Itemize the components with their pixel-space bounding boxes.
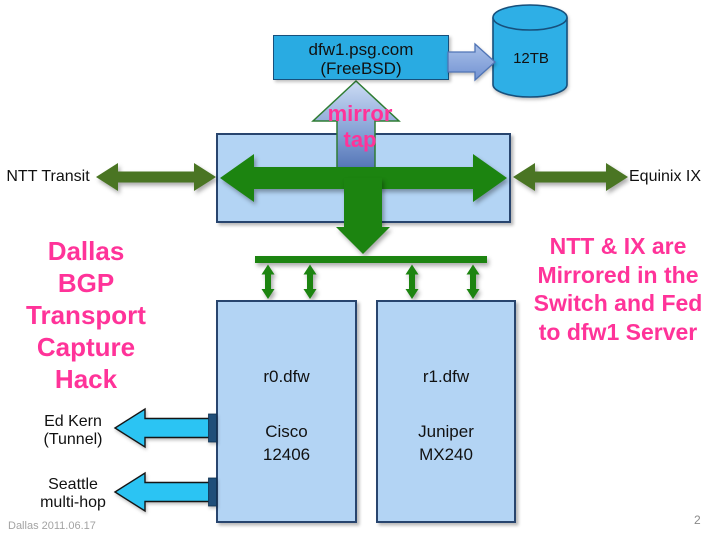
mirror-tap-label: mirror tap	[327, 101, 393, 152]
server-os: (FreeBSD)	[320, 59, 402, 78]
distribution-bar	[255, 256, 487, 263]
server-storage-arrow	[447, 42, 496, 82]
ed-kern-label: Ed Kern (Tunnel)	[43, 413, 103, 448]
router-box-r1: r1.dfw Juniper MX240	[376, 300, 516, 523]
ntt-link-arrow	[96, 163, 216, 191]
mirror-note: NTT & IX are Mirrored in the Switch and …	[533, 233, 703, 345]
router-r1-model: MX240	[419, 445, 473, 464]
storage-label: 12TB	[513, 50, 549, 67]
storage-cylinder	[492, 4, 568, 98]
port-arrow-1	[261, 264, 275, 299]
router-r1-vendor: Juniper	[418, 422, 474, 441]
seattle-arrow	[113, 471, 217, 513]
port-arrow-3	[405, 264, 419, 299]
router-box-r0: r0.dfw Cisco 12406	[216, 300, 357, 523]
ed-kern-arrow	[113, 407, 217, 449]
router-r0-model: 12406	[262, 445, 311, 464]
port-arrow-2	[303, 264, 317, 299]
router-r0-name: r0.dfw	[263, 367, 310, 386]
equinix-link-arrow	[513, 163, 628, 191]
slide-title: Dallas BGP Transport Capture Hack	[26, 236, 146, 394]
router-r0-vendor: Cisco	[265, 422, 308, 441]
server-box: dfw1.psg.com (FreeBSD)	[273, 35, 449, 80]
equinix-ix-label: Equinix IX	[629, 168, 702, 185]
server-name: dfw1.psg.com	[308, 40, 414, 59]
seattle-label: Seattle multi-hop	[40, 476, 106, 511]
slide-footer: Dallas 2011.06.17	[8, 520, 96, 532]
port-arrow-4	[466, 264, 480, 299]
switch-down-arrow	[336, 178, 390, 254]
router-r1-name: r1.dfw	[422, 367, 470, 386]
ntt-transit-label: NTT Transit	[6, 168, 90, 185]
page-number: 2	[694, 513, 701, 527]
